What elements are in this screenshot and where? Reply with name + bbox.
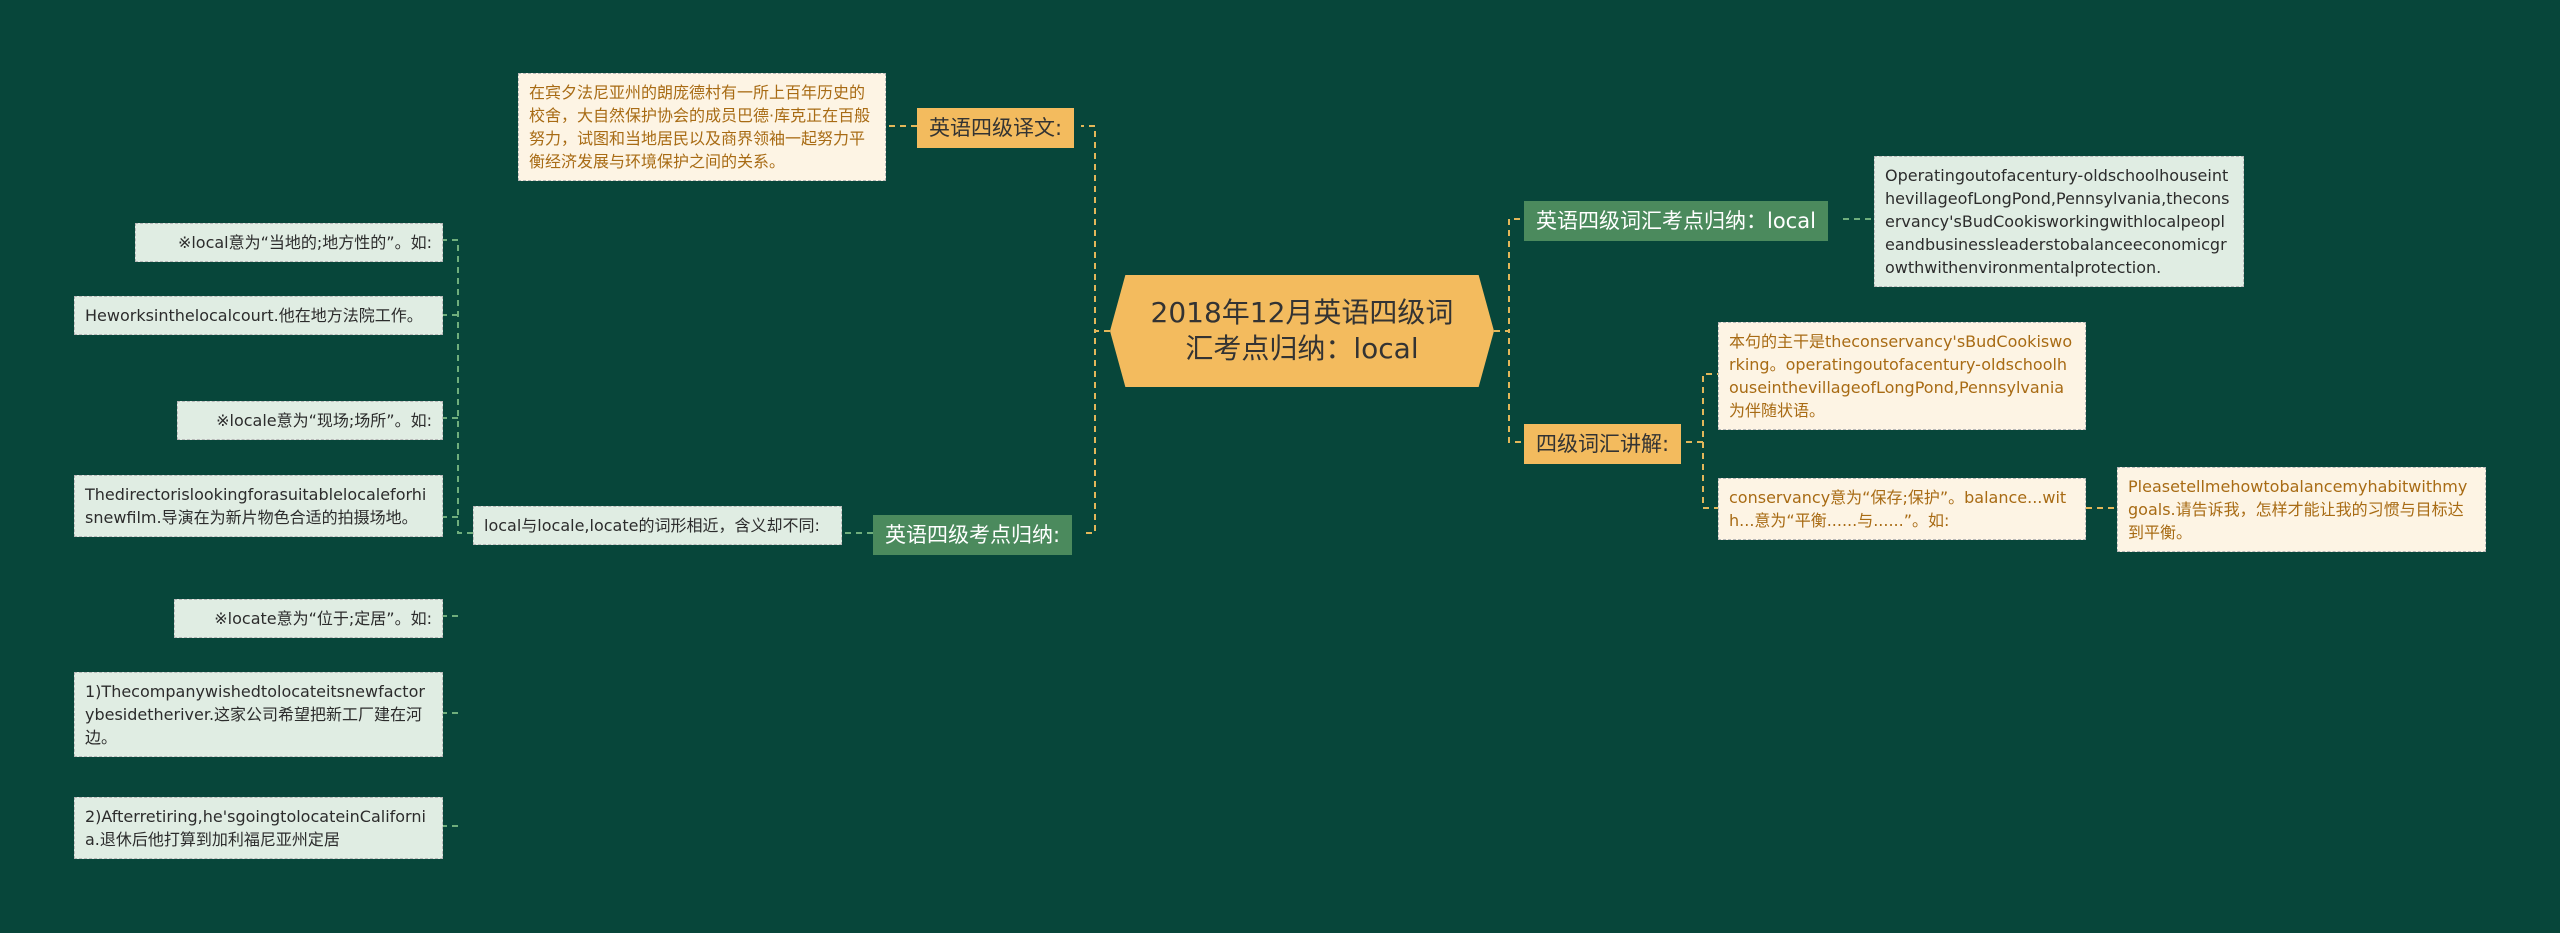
link-center-translation (1081, 125, 1110, 332)
link-center-summary (1081, 330, 1110, 534)
vocab-leaf-text: Operatingoutofacentury-oldschoolhouseint… (1885, 166, 2230, 277)
sub-item-locate-text: ※locate意为“位于;定居”。如: (214, 609, 432, 628)
branch-vocab[interactable]: 英语四级词汇考点归纳：local (1524, 201, 1828, 241)
link-explain-leaves (1686, 373, 1718, 509)
sub-item-local-text: ※local意为“当地的;地方性的”。如: (177, 233, 432, 252)
sub-item-locate-example-1-text: 1)Thecompanywishedtolocateitsnewfactoryb… (85, 682, 425, 747)
explain-leaf-main[interactable]: 本句的主干是theconservancy'sBudCookisworking。o… (1718, 322, 2086, 430)
branch-translation[interactable]: 英语四级译文: (917, 108, 1075, 148)
summary-leaf[interactable]: local与locale,locate的词形相近，含义却不同: (473, 506, 842, 545)
sub-item-local[interactable]: ※local意为“当地的;地方性的”。如: (135, 223, 443, 262)
sub-item-locate[interactable]: ※locate意为“位于;定居”。如: (174, 599, 443, 638)
branch-translation-label: 英语四级译文: (929, 116, 1063, 140)
branch-summary[interactable]: 英语四级考点归纳: (873, 515, 1073, 555)
explain-leaf-balance-text: conservancy意为“保存;保护”。balance...with...意为… (1729, 488, 2067, 530)
sub-item-locale[interactable]: ※locale意为“现场;场所”。如: (177, 401, 443, 440)
explain-example[interactable]: Pleasetellmehowtobalancemyhabitwithmygoa… (2117, 467, 2486, 552)
translation-text: 在宾夕法尼亚州的朗庞德村有一所上百年历史的校舍，大自然保护协会的成员巴德·库克正… (529, 83, 871, 171)
center-title: 2018年12月英语四级词汇考点归纳：local (1150, 296, 1454, 365)
summary-leaf-text: local与locale,locate的词形相近，含义却不同: (484, 516, 820, 535)
link-center-explain (1494, 330, 1524, 443)
link-center-vocab (1494, 218, 1524, 332)
center-topic[interactable]: 2018年12月英语四级词汇考点归纳：local (1110, 275, 1494, 387)
sub-item-locale-text: ※locale意为“现场;场所”。如: (216, 411, 432, 430)
explain-example-text: Pleasetellmehowtobalancemyhabitwithmygoa… (2128, 477, 2468, 542)
sub-item-locale-example[interactable]: Thedirectorislookingforasuitablelocalefo… (74, 475, 443, 537)
branch-vocab-label: 英语四级词汇考点归纳：local (1536, 209, 1816, 233)
vocab-leaf[interactable]: Operatingoutofacentury-oldschoolhouseint… (1874, 156, 2244, 287)
sub-item-locate-example-2-text: 2)Afterretiring,he'sgoingtolocateinCalif… (85, 807, 426, 849)
explain-leaf-balance[interactable]: conservancy意为“保存;保护”。balance...with...意为… (1718, 478, 2086, 540)
sub-item-locate-example-1[interactable]: 1)Thecompanywishedtolocateitsnewfactoryb… (74, 672, 443, 757)
sub-item-locate-example-2[interactable]: 2)Afterretiring,he'sgoingtolocateinCalif… (74, 797, 443, 859)
branch-explain[interactable]: 四级词汇讲解: (1524, 424, 1682, 464)
sub-item-locale-example-text: Thedirectorislookingforasuitablelocalefo… (85, 485, 427, 527)
branch-explain-label: 四级词汇讲解: (1536, 432, 1670, 456)
link-summary-sublist (443, 239, 473, 827)
explain-leaf-main-text: 本句的主干是theconservancy'sBudCookisworking。o… (1729, 332, 2073, 420)
sub-item-local-example[interactable]: Heworksinthelocalcourt.他在地方法院工作。 (74, 296, 443, 335)
branch-summary-label: 英语四级考点归纳: (885, 523, 1061, 547)
translation-leaf[interactable]: 在宾夕法尼亚州的朗庞德村有一所上百年历史的校舍，大自然保护协会的成员巴德·库克正… (518, 73, 886, 181)
sub-item-local-example-text: Heworksinthelocalcourt.他在地方法院工作。 (85, 306, 423, 325)
